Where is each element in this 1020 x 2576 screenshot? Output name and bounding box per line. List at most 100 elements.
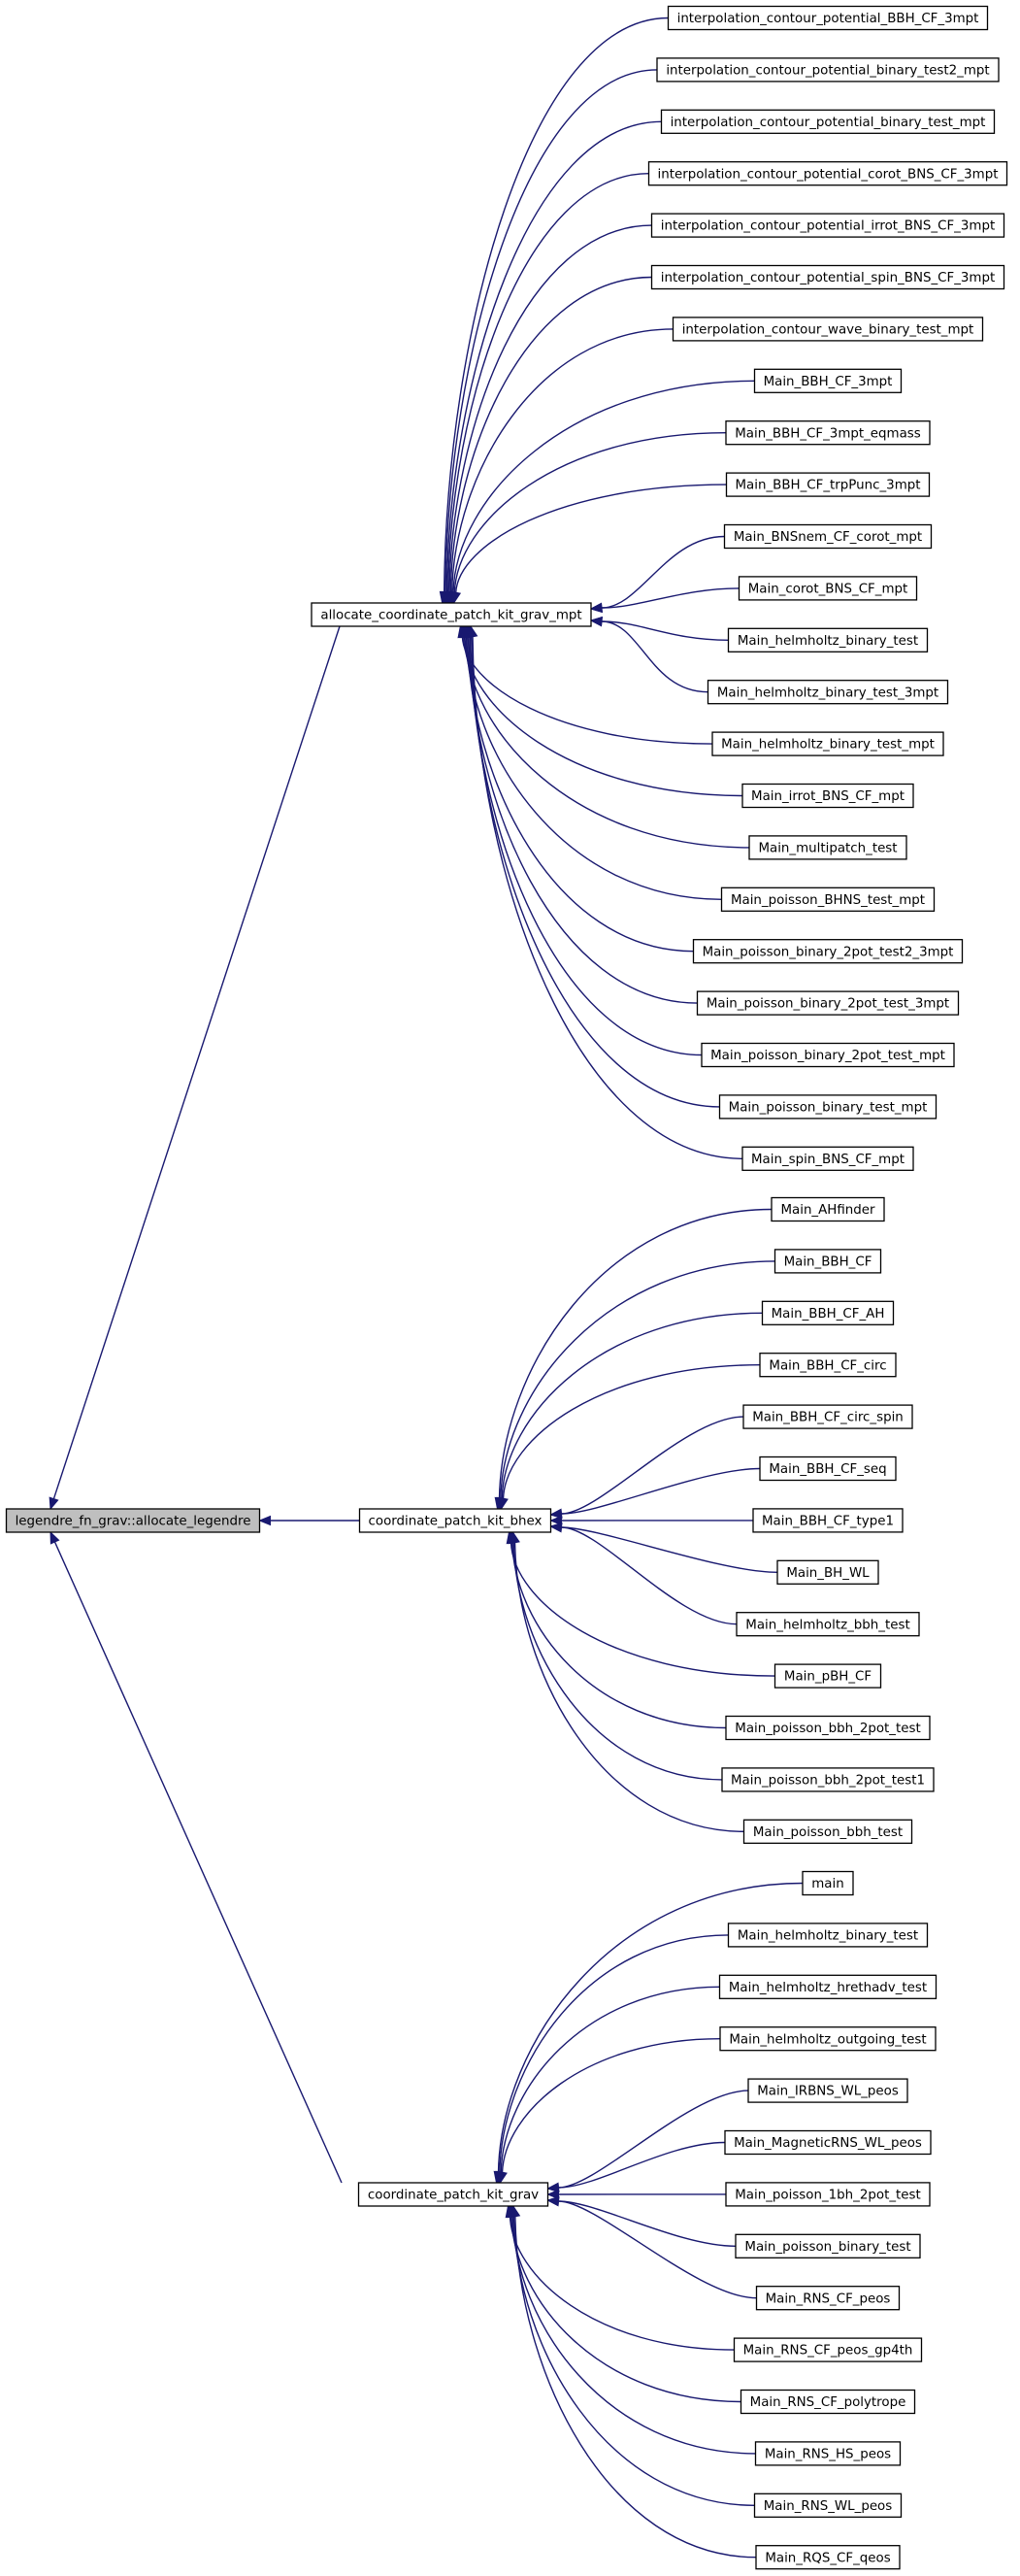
node-b5[interactable]: Main_BBH_CF_circ_spin (742, 1404, 913, 1429)
node-box[interactable] (759, 1455, 897, 1482)
node-box[interactable] (761, 1300, 895, 1325)
node-c10[interactable]: Main_RNS_CF_peos_gp4th (733, 2337, 923, 2362)
node-a10[interactable]: Main_BBH_CF_trpPunc_3mpt (725, 472, 931, 497)
node-b11[interactable]: Main_poisson_bbh_2pot_test (725, 1715, 931, 1741)
node-box[interactable] (723, 523, 933, 550)
node-box[interactable] (672, 317, 984, 342)
node-box[interactable] (752, 1508, 904, 1533)
node-a15[interactable]: Main_helmholtz_binary_test_mpt (711, 731, 944, 756)
node-a13[interactable]: Main_helmholtz_binary_test (727, 627, 929, 652)
node-box[interactable] (311, 602, 592, 627)
node-box[interactable] (696, 990, 960, 1016)
node-box[interactable] (725, 1715, 931, 1741)
node-box[interactable] (741, 1146, 914, 1171)
node-box[interactable] (735, 2233, 921, 2258)
node-a9[interactable]: Main_BBH_CF_3mpt_eqmass (725, 420, 931, 446)
node-box[interactable] (753, 368, 903, 393)
node-c6[interactable]: Main_MagneticRNS_WL_peos (724, 2129, 932, 2156)
node-acpk[interactable]: allocate_coordinate_patch_kit_grav_mpt (311, 602, 592, 627)
node-box[interactable] (358, 1508, 552, 1533)
node-box[interactable] (720, 887, 936, 912)
node-box[interactable] (754, 2441, 902, 2466)
node-b9[interactable]: Main_helmholtz_bbh_test (736, 1612, 920, 1637)
node-box[interactable] (725, 420, 931, 446)
node-box[interactable] (747, 2078, 908, 2103)
node-a21[interactable]: Main_poisson_binary_2pot_test_mpt (701, 1042, 955, 1068)
node-a1[interactable]: interpolation_contour_potential_BBH_CF_3… (667, 5, 989, 31)
node-b7[interactable]: Main_BBH_CF_type1 (752, 1508, 904, 1533)
node-b10[interactable]: Main_pBH_CF (773, 1663, 882, 1689)
node-box[interactable] (656, 57, 1000, 83)
node-a14[interactable]: Main_helmholtz_binary_test_3mpt (707, 680, 949, 705)
node-b4[interactable]: Main_BBH_CF_circ (759, 1353, 897, 1378)
node-c7[interactable]: Main_poisson_1bh_2pot_test (725, 2182, 931, 2207)
node-b6[interactable]: Main_BBH_CF_seq (759, 1455, 897, 1482)
node-box[interactable] (733, 2337, 923, 2362)
node-box[interactable] (647, 161, 1008, 186)
node-a4[interactable]: interpolation_contour_potential_corot_BN… (647, 161, 1008, 186)
node-box[interactable] (755, 2286, 901, 2311)
node-a2[interactable]: interpolation_contour_potential_binary_t… (656, 57, 1000, 83)
node-box[interactable] (357, 2182, 549, 2207)
node-box[interactable] (736, 1612, 920, 1637)
node-box[interactable] (740, 2389, 916, 2415)
node-box[interactable] (719, 2026, 937, 2052)
node-c14[interactable]: Main_RQS_CF_qeos (755, 2545, 901, 2570)
node-c12[interactable]: Main_RNS_HS_peos (754, 2441, 902, 2466)
node-box[interactable] (776, 1559, 879, 1585)
node-box[interactable] (725, 2182, 931, 2207)
node-box[interactable] (742, 1404, 913, 1429)
node-b13[interactable]: Main_poisson_bbh_test (742, 1819, 913, 1844)
node-box[interactable] (667, 5, 989, 31)
node-box[interactable] (692, 939, 964, 964)
node-b8[interactable]: Main_BH_WL (776, 1559, 879, 1585)
node-b2[interactable]: Main_BBH_CF (773, 1249, 882, 1274)
node-root[interactable]: legendre_fn_grav::allocate_legendre (5, 1508, 261, 1533)
node-a22[interactable]: Main_poisson_binary_test_mpt (718, 1094, 938, 1120)
node-box[interactable] (650, 213, 1005, 238)
node-cpkb[interactable]: coordinate_patch_kit_bhex (358, 1508, 552, 1533)
node-c5[interactable]: Main_IRBNS_WL_peos (747, 2078, 908, 2103)
node-c4[interactable]: Main_helmholtz_outgoing_test (719, 2026, 937, 2052)
node-c1[interactable]: main (802, 1870, 854, 1896)
node-box[interactable] (802, 1870, 854, 1896)
node-box[interactable] (773, 1249, 882, 1274)
node-a3[interactable]: interpolation_contour_potential_binary_t… (660, 109, 996, 134)
node-box[interactable] (718, 1974, 938, 1999)
node-a19[interactable]: Main_poisson_binary_2pot_test2_3mpt (692, 939, 964, 964)
node-box[interactable] (727, 1923, 929, 1948)
node-box[interactable] (759, 1353, 897, 1378)
node-b3[interactable]: Main_BBH_CF_AH (761, 1300, 895, 1325)
node-a16[interactable]: Main_irrot_BNS_CF_mpt (741, 783, 914, 809)
node-a20[interactable]: Main_poisson_binary_2pot_test_3mpt (696, 990, 960, 1016)
node-box[interactable] (742, 1819, 913, 1844)
node-box[interactable] (701, 1042, 955, 1068)
node-box[interactable] (650, 264, 1005, 290)
node-b1[interactable]: Main_AHfinder (771, 1196, 885, 1222)
node-box[interactable] (707, 680, 949, 705)
node-a11[interactable]: Main_BNSnem_CF_corot_mpt (723, 523, 933, 550)
node-box[interactable] (753, 2492, 903, 2518)
node-c11[interactable]: Main_RNS_CF_polytrope (740, 2389, 916, 2415)
node-box[interactable] (711, 731, 944, 756)
node-box[interactable] (718, 1094, 938, 1120)
node-c8[interactable]: Main_poisson_binary_test (735, 2233, 921, 2258)
node-a23[interactable]: Main_spin_BNS_CF_mpt (741, 1146, 914, 1171)
node-a6[interactable]: interpolation_contour_potential_spin_BNS… (650, 264, 1005, 290)
node-a8[interactable]: Main_BBH_CF_3mpt (753, 368, 903, 393)
node-box[interactable] (748, 835, 907, 860)
node-box[interactable] (660, 109, 996, 134)
node-box[interactable] (738, 576, 918, 601)
node-a18[interactable]: Main_poisson_BHNS_test_mpt (720, 887, 936, 912)
node-box[interactable] (771, 1196, 885, 1222)
node-a7[interactable]: interpolation_contour_wave_binary_test_m… (672, 317, 984, 342)
node-c13[interactable]: Main_RNS_WL_peos (753, 2492, 903, 2518)
node-box[interactable] (725, 472, 931, 497)
node-a12[interactable]: Main_corot_BNS_CF_mpt (738, 576, 918, 601)
node-a17[interactable]: Main_multipatch_test (748, 835, 907, 860)
node-c3[interactable]: Main_helmholtz_hrethadv_test (718, 1974, 938, 1999)
node-cpkg[interactable]: coordinate_patch_kit_grav (357, 2182, 549, 2207)
node-box[interactable] (724, 2129, 932, 2156)
node-box[interactable] (741, 783, 914, 809)
node-c2[interactable]: Main_helmholtz_binary_test (727, 1923, 929, 1948)
